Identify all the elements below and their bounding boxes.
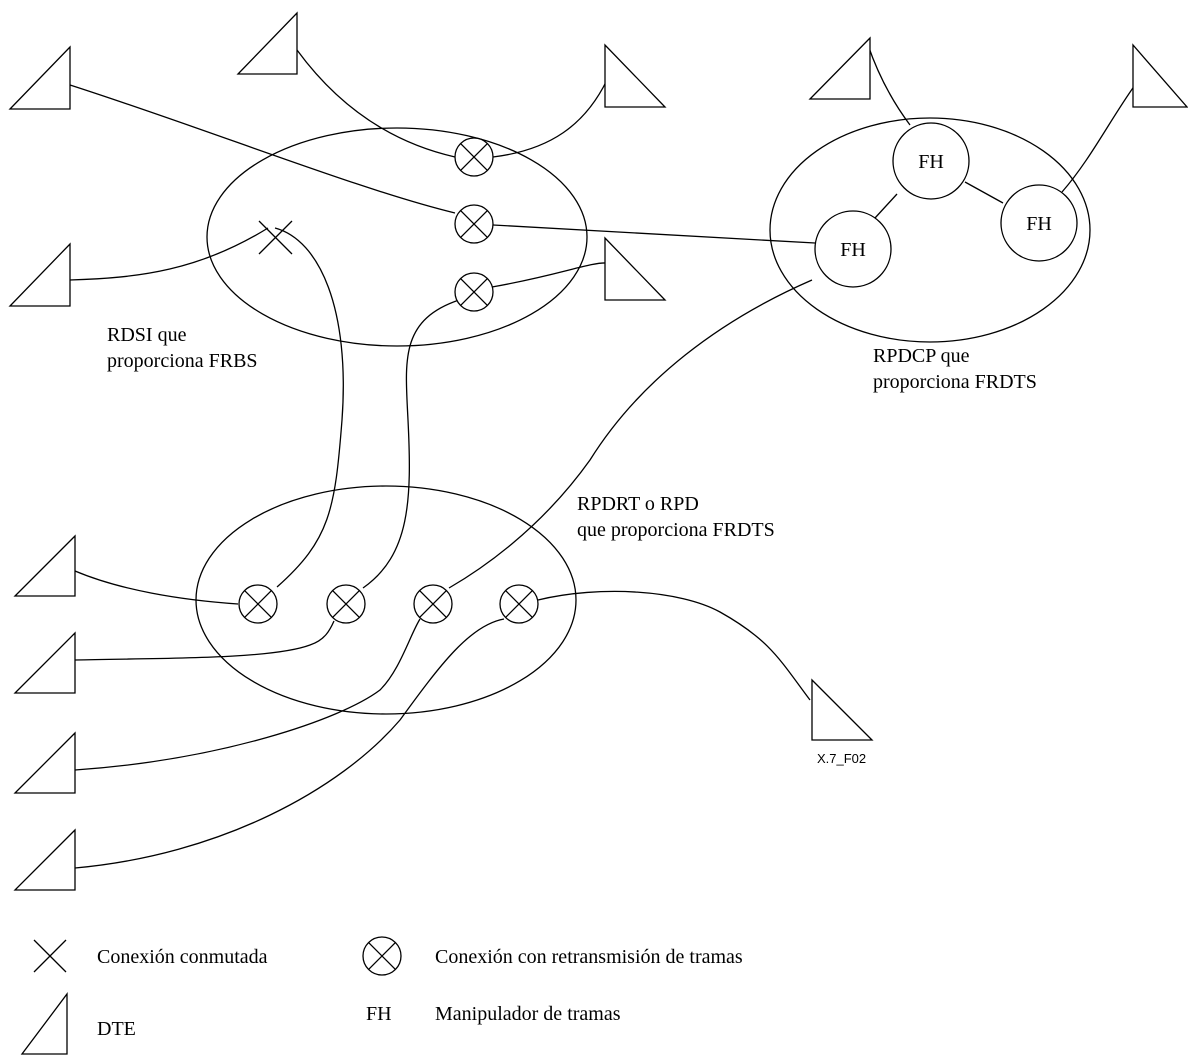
link-csdn-node-to-dte [537,590,811,701]
frame-relay-node [413,584,453,624]
link-isdn-node-to-right-dte [491,262,608,288]
dte-terminal [811,678,874,741]
legend-frame-relay-icon [362,936,402,976]
link-fh-to-csdn [448,279,813,589]
frame-handler-label: FH [1026,213,1052,235]
isdn-network-label: RDSI que proporciona FRBS [107,324,258,372]
link-isdn-node-to-csdn [362,299,460,589]
dte-terminal [1132,43,1188,108]
frame-relay-node [499,584,539,624]
legend-switched-icon [33,939,67,973]
dte-terminal [808,36,871,100]
link-left-dte-to-switched [69,227,269,281]
link-fh-to-fh-a [874,193,898,219]
pspdn-label-line2: proporciona FRDTS [873,371,1037,393]
frame-handler-label: FH [918,151,944,173]
connection-lines [69,44,1136,869]
dte-terminal [13,534,76,597]
frame-relay-node [454,137,494,177]
dte-terminal [8,45,71,110]
frame-handler-node: FH [1000,184,1078,262]
csdn-label-line2: que proporciona FRDTS [577,519,775,541]
switched-connection-mark [258,220,293,255]
link-dte-to-top-fh [867,44,911,126]
link-dte-to-csdn-node4 [74,618,505,869]
link-dte-to-csdn-node2 [74,620,335,661]
legend-frame-relay-text: Conexión con retransmisión de tramas [435,946,743,968]
isdn-network-ellipse [206,127,588,347]
link-dte-to-csdn-node1 [74,570,239,605]
legend-fh-abbrev: FH [366,1003,392,1025]
link-fh-to-fh-b [964,181,1004,204]
frame-relay-node [238,584,278,624]
csdn-network-label: RPDRT o RPD que proporciona FRDTS [577,493,775,541]
figure-code: X.7_F02 [817,751,866,766]
dte-terminal [13,631,76,694]
link-dte-to-csdn-node3 [74,618,421,771]
pspdn-label-line1: RPDCP que [873,345,970,367]
link-top-dte-to-node [296,49,456,158]
link-node-to-top-right-dte [492,79,608,158]
legend-dte-text: DTE [97,1018,136,1040]
frame-handler-label: FH [840,239,866,261]
link-dte-to-right-fh [1061,84,1136,193]
frame-relay-node [454,204,494,244]
legend-dte-icon [20,992,68,1055]
csdn-label-line1: RPDRT o RPD [577,493,699,515]
frame-handler-node: FH [892,122,970,200]
frame-relay-node [454,272,494,312]
link-left-dte-to-isdn-node [69,84,456,214]
dte-terminal [13,828,76,891]
pspdn-network-ellipse [769,117,1091,343]
isdn-label-line2: proporciona FRBS [107,350,258,372]
dte-terminal [13,731,76,794]
legend: Conexión conmutada Conexión con retransm… [20,936,743,1055]
isdn-label-line1: RDSI que [107,324,187,346]
legend-fh-text: Manipulador de tramas [435,1003,621,1025]
frame-relay-node [326,584,366,624]
pspdn-network-label: RPDCP que proporciona FRDTS [873,345,1037,393]
dte-terminal [236,11,298,75]
frame-handler-node: FH [814,210,892,288]
link-isdn-to-pspdn-fh [492,224,816,244]
link-switched-to-csdn [274,227,344,588]
dte-terminal [604,236,667,301]
dte-terminals [8,11,1188,891]
legend-switched-text: Conexión conmutada [97,946,268,968]
dte-terminal [604,43,667,108]
dte-terminal [8,242,71,307]
